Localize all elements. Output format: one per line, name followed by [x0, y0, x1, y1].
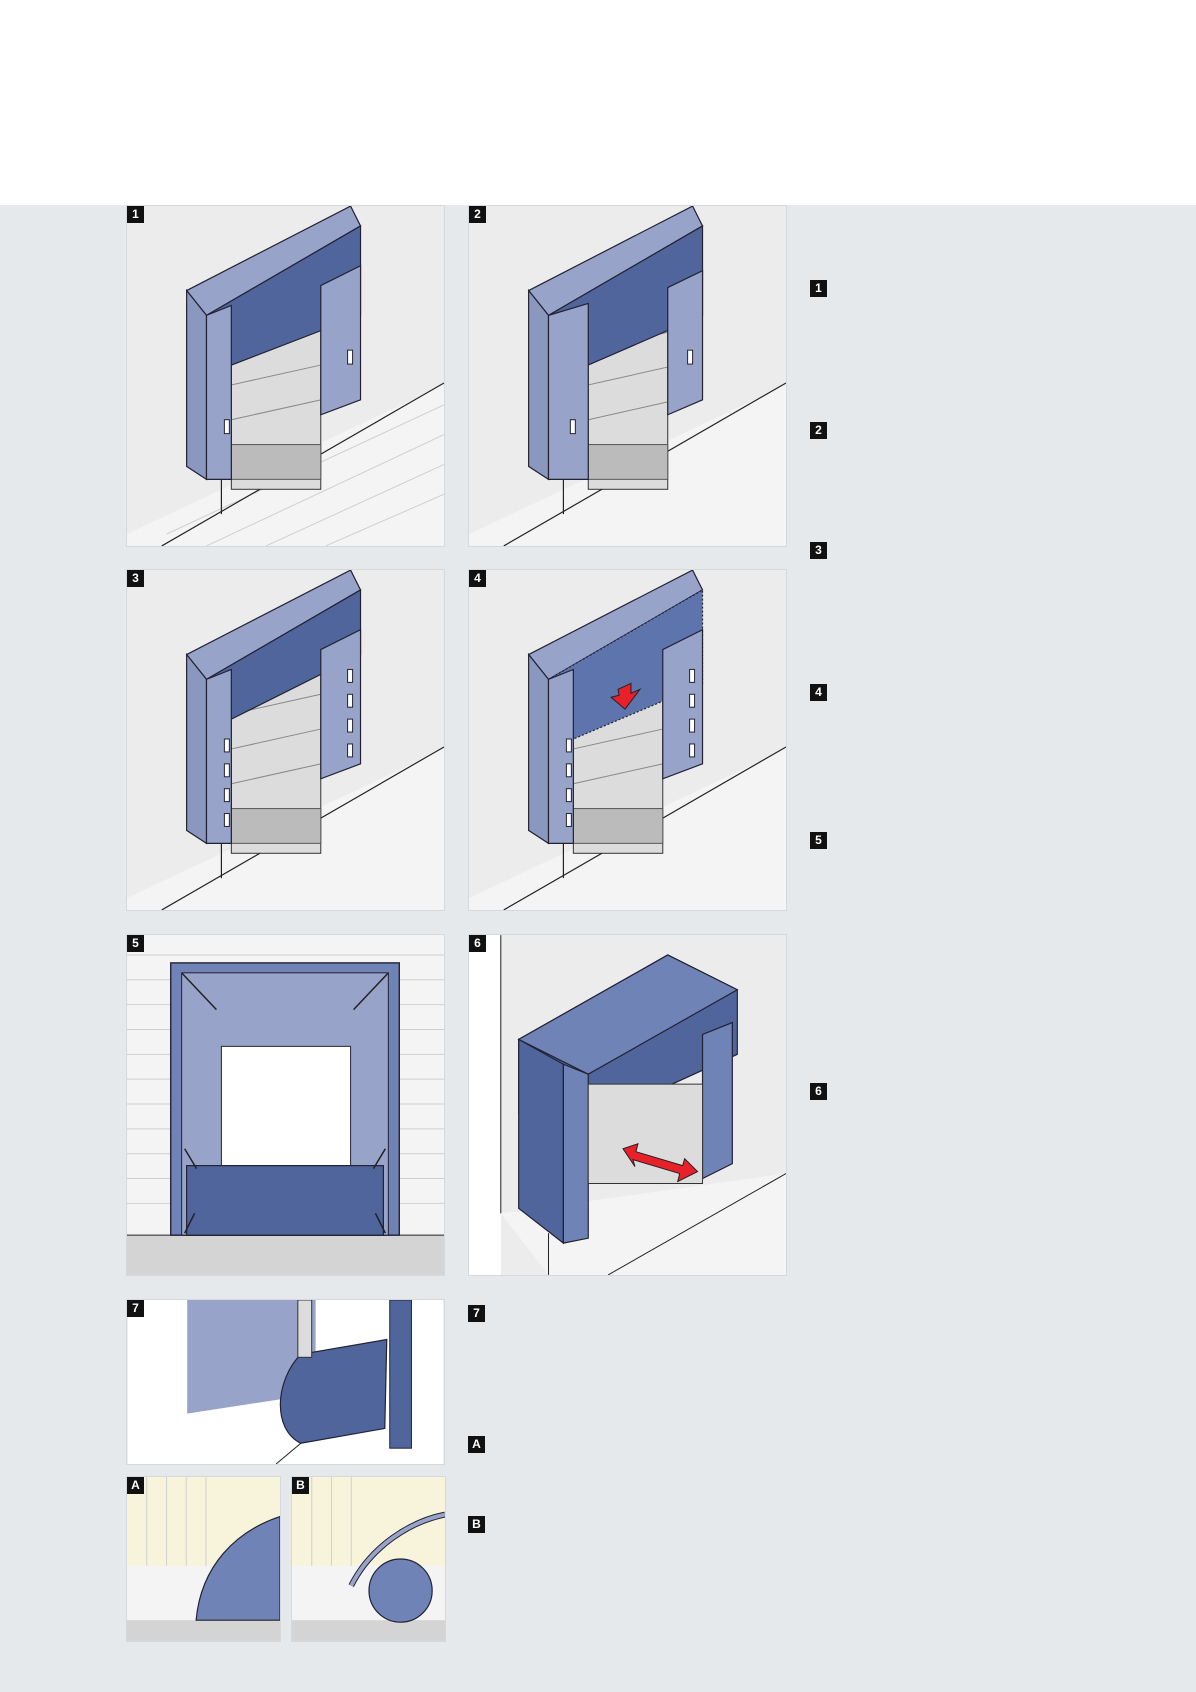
figure-b-badge: B	[292, 1477, 309, 1494]
bottom-seal-illustration-7	[127, 1300, 444, 1464]
figure-5-badge: 5	[127, 935, 144, 952]
figure-4-dock-shelter: 4	[468, 569, 787, 911]
legend-badge-5: 5	[810, 832, 827, 849]
front-view-illustration-5	[127, 935, 444, 1275]
figure-7-bottom-seal: 7	[126, 1299, 445, 1465]
figure-1-badge: 1	[127, 206, 144, 223]
figure-2-badge: 2	[469, 206, 486, 223]
legend-badge-4: 4	[810, 684, 827, 701]
figure-2-dock-shelter: 2	[468, 205, 787, 547]
figure-a-seal-detail: A	[126, 1476, 281, 1642]
legend-badge-2: 2	[810, 422, 827, 439]
legend-badge-a: A	[468, 1436, 485, 1453]
figure-1-dock-shelter: 1	[126, 205, 445, 547]
legend-badge-3: 3	[810, 542, 827, 559]
figure-4-badge: 4	[469, 570, 486, 587]
seal-detail-illustration-b	[292, 1477, 445, 1641]
legend-badge-7: 7	[468, 1305, 485, 1322]
figure-a-badge: A	[127, 1477, 144, 1494]
figure-3-badge: 3	[127, 570, 144, 587]
seal-detail-illustration-a	[127, 1477, 280, 1641]
figure-6-badge: 6	[469, 935, 486, 952]
legend-badge-1: 1	[810, 280, 827, 297]
dock-shelter-illustration-4	[469, 570, 786, 910]
figure-5-front-view: 5	[126, 934, 445, 1276]
tunnel-shelter-illustration-6	[469, 935, 786, 1275]
figure-3-dock-shelter: 3	[126, 569, 445, 911]
figure-b-seal-detail: B	[291, 1476, 446, 1642]
dock-shelter-illustration-3	[127, 570, 444, 910]
legend-badge-b: B	[468, 1516, 485, 1533]
dock-shelter-illustration-1	[127, 206, 444, 546]
figure-6-tunnel-shelter: 6	[468, 934, 787, 1276]
legend-badge-6: 6	[810, 1083, 827, 1100]
dock-shelter-illustration-2	[469, 206, 786, 546]
figure-7-badge: 7	[127, 1300, 144, 1317]
